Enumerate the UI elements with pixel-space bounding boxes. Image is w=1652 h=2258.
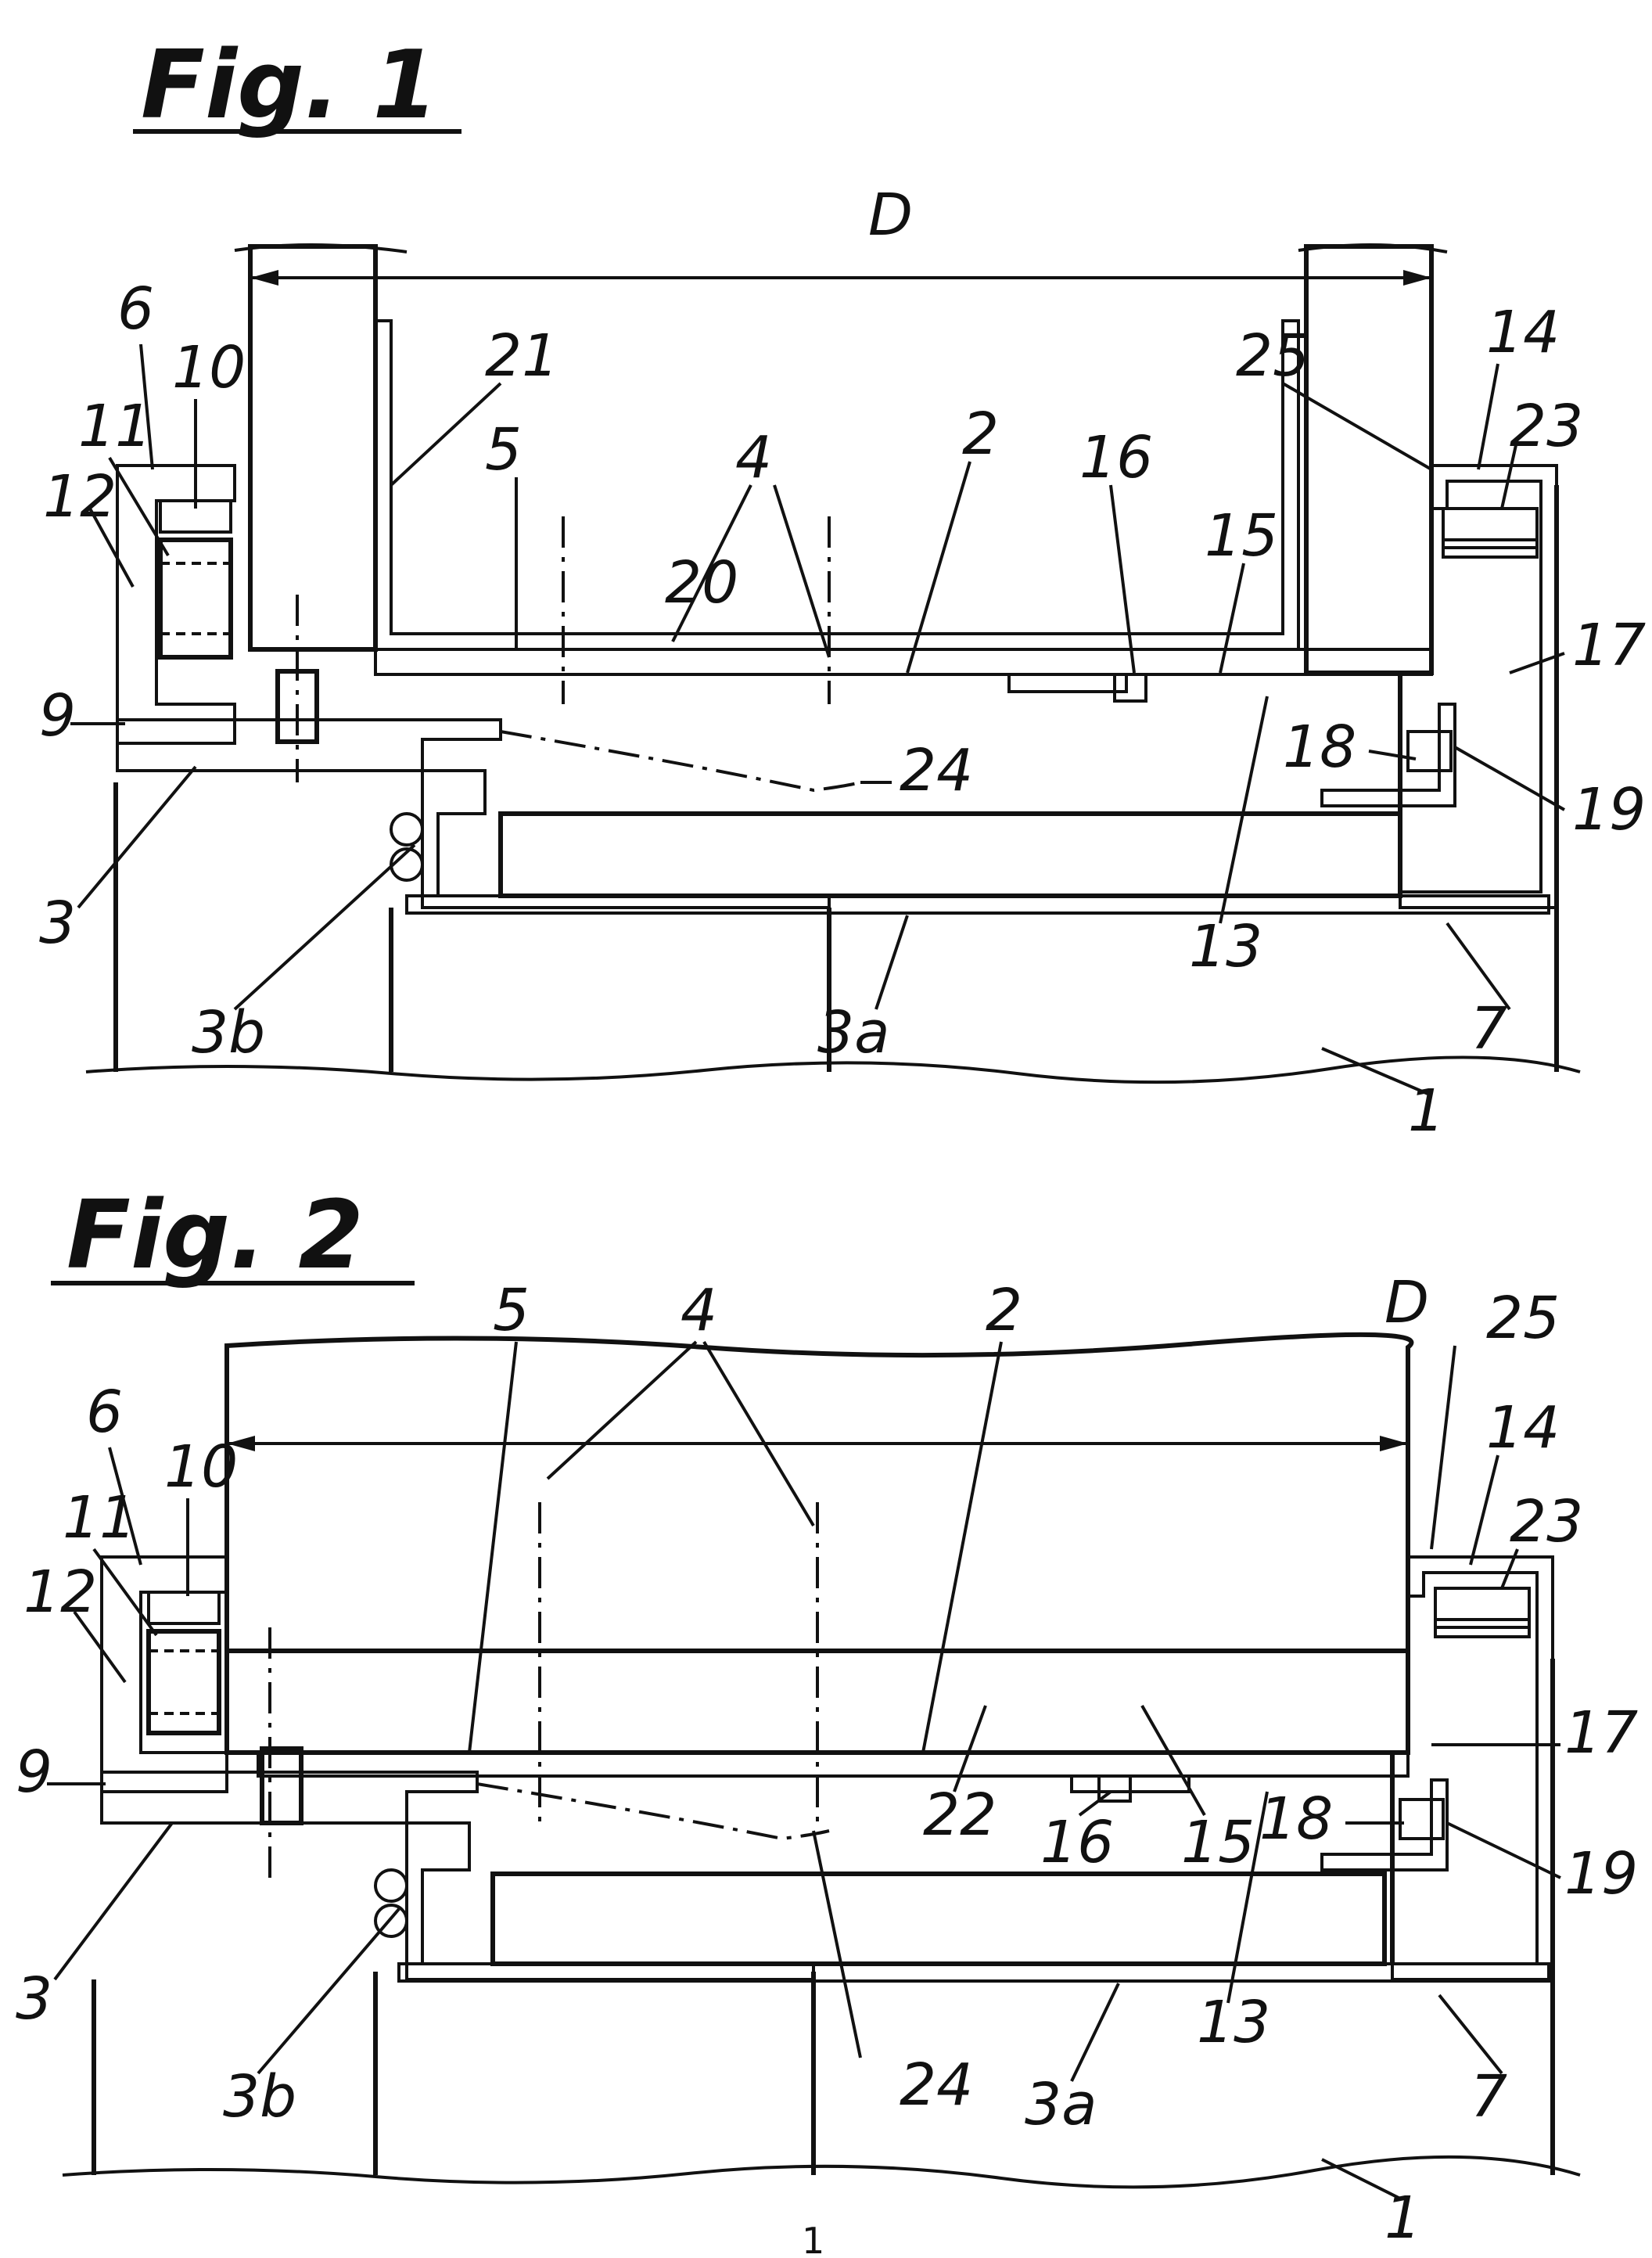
- core-block: [501, 814, 1400, 896]
- roller-14: [1443, 509, 1537, 548]
- contour-24: [501, 732, 860, 790]
- label-3: 3: [39, 890, 76, 957]
- label-25-fig2: 25: [1486, 1285, 1560, 1352]
- label-13: 13: [1189, 913, 1262, 980]
- label-6-fig2: 6: [86, 1379, 123, 1446]
- bolt-16: [1115, 674, 1146, 701]
- label-21: 21: [485, 322, 558, 390]
- label-12: 12: [43, 463, 117, 530]
- profile-3b-fig2: [407, 1823, 813, 1979]
- label-15-fig2: 15: [1181, 1809, 1255, 1876]
- workpiece-block: [227, 1335, 1411, 1651]
- label-3-fig2: 3: [16, 1965, 52, 2033]
- left-upright-wall: [250, 246, 375, 649]
- label-17-fig2: 17: [1564, 1699, 1638, 1767]
- carrier-9: [117, 720, 501, 771]
- label-19-fig2: 19: [1564, 1840, 1638, 1907]
- base-plate-3a: [407, 896, 1549, 913]
- label-2: 2: [962, 401, 999, 468]
- label-18-fig2: 18: [1259, 1785, 1333, 1853]
- label-10: 10: [172, 334, 246, 401]
- label-12-fig2: 12: [23, 1559, 97, 1626]
- screw-19: [1408, 732, 1451, 771]
- label-d: D: [868, 182, 913, 249]
- label-13-fig2: 13: [1197, 1989, 1270, 2056]
- figure-1: Fig. 1: [39, 31, 1646, 1145]
- figure-1-title: Fig. 1: [141, 31, 438, 140]
- label-2-fig2: 2: [986, 1277, 1022, 1344]
- label-14-fig2: 14: [1486, 1394, 1560, 1462]
- label-18: 18: [1283, 714, 1356, 781]
- label-23: 23: [1510, 393, 1583, 460]
- roller-12: [160, 540, 231, 657]
- label-3a-fig2: 3a: [1025, 2071, 1097, 2138]
- carrier-9-fig2: [102, 1772, 477, 1823]
- screw-9-fig2: [262, 1749, 301, 1823]
- label-16: 16: [1079, 424, 1153, 491]
- label-22-fig2: 22: [923, 1782, 997, 1849]
- bracket-18-fig2: [1322, 1780, 1447, 1870]
- label-d-fig2: D: [1384, 1269, 1429, 1336]
- label-6: 6: [117, 275, 154, 343]
- label-5: 5: [485, 416, 522, 484]
- label-11-fig2: 11: [63, 1484, 136, 1551]
- label-3a: 3a: [817, 999, 889, 1066]
- page-number: 1: [802, 2220, 824, 2258]
- label-23-fig2: 23: [1510, 1488, 1583, 1555]
- left-housing-6: [117, 466, 235, 743]
- label-4-fig2: 4: [681, 1277, 717, 1344]
- label-5-fig2: 5: [493, 1277, 530, 1344]
- label-24-fig2: 24: [900, 2051, 973, 2119]
- label-4: 4: [735, 424, 772, 491]
- screw-19-fig2: [1400, 1800, 1443, 1839]
- label-14: 14: [1486, 299, 1560, 366]
- label-24: 24: [900, 737, 973, 804]
- base-break-line-2: [63, 2157, 1580, 2188]
- label-9-fig2: 9: [16, 1738, 52, 1806]
- label-3b: 3b: [192, 999, 265, 1066]
- label-19: 19: [1572, 776, 1646, 843]
- figure-2-title: Fig. 2: [66, 1181, 364, 1290]
- figure-2: Fig. 2: [16, 1181, 1638, 2252]
- label-16-fig2: 16: [1040, 1809, 1114, 1876]
- profile-3b: [422, 771, 829, 908]
- label-15: 15: [1205, 502, 1278, 570]
- plate-5: [375, 649, 1431, 674]
- right-housing-7: [1400, 466, 1557, 908]
- figure-1-labels: D 6 10 11 12 9 3 3b 3a 1 7 19 18 17 23 1…: [39, 182, 1646, 1145]
- roller-14-fig2: [1435, 1588, 1529, 1627]
- label-11: 11: [78, 393, 152, 460]
- label-7: 7: [1471, 995, 1507, 1062]
- label-17: 17: [1572, 612, 1646, 679]
- roller-10-fig2: [149, 1592, 219, 1623]
- label-9: 9: [39, 682, 76, 750]
- roller-12-fig2: [149, 1631, 219, 1733]
- label-10-fig2: 10: [164, 1433, 238, 1501]
- contour-24-fig2: [477, 1784, 829, 1839]
- label-25: 25: [1236, 322, 1309, 390]
